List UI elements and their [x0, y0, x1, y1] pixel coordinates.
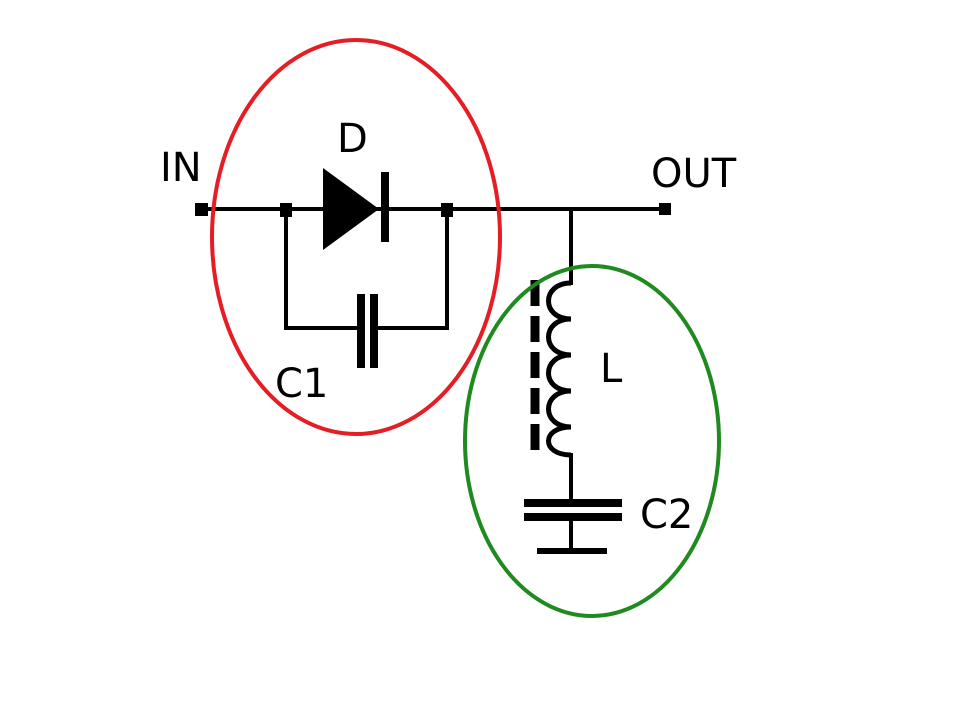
junction-left — [280, 203, 292, 217]
in-terminal — [195, 203, 208, 216]
group2-outline — [463, 264, 721, 618]
label-diode: D — [337, 116, 368, 162]
c1-wire-left — [284, 211, 363, 330]
c1-branch — [284, 211, 449, 368]
lc-branch — [524, 207, 622, 554]
group1-outline — [210, 38, 502, 436]
label-out: OUT — [651, 151, 737, 197]
junction-right — [441, 203, 453, 217]
out-terminal — [659, 203, 671, 215]
label-c2: C2 — [640, 492, 693, 538]
diode-triangle — [323, 168, 379, 250]
label-in: IN — [160, 145, 202, 191]
label-inductor: L — [600, 346, 623, 392]
diode-symbol — [323, 168, 389, 250]
label-c1: C1 — [275, 361, 328, 407]
c1-wire-right — [372, 211, 449, 330]
inductor-coil — [546, 280, 572, 458]
